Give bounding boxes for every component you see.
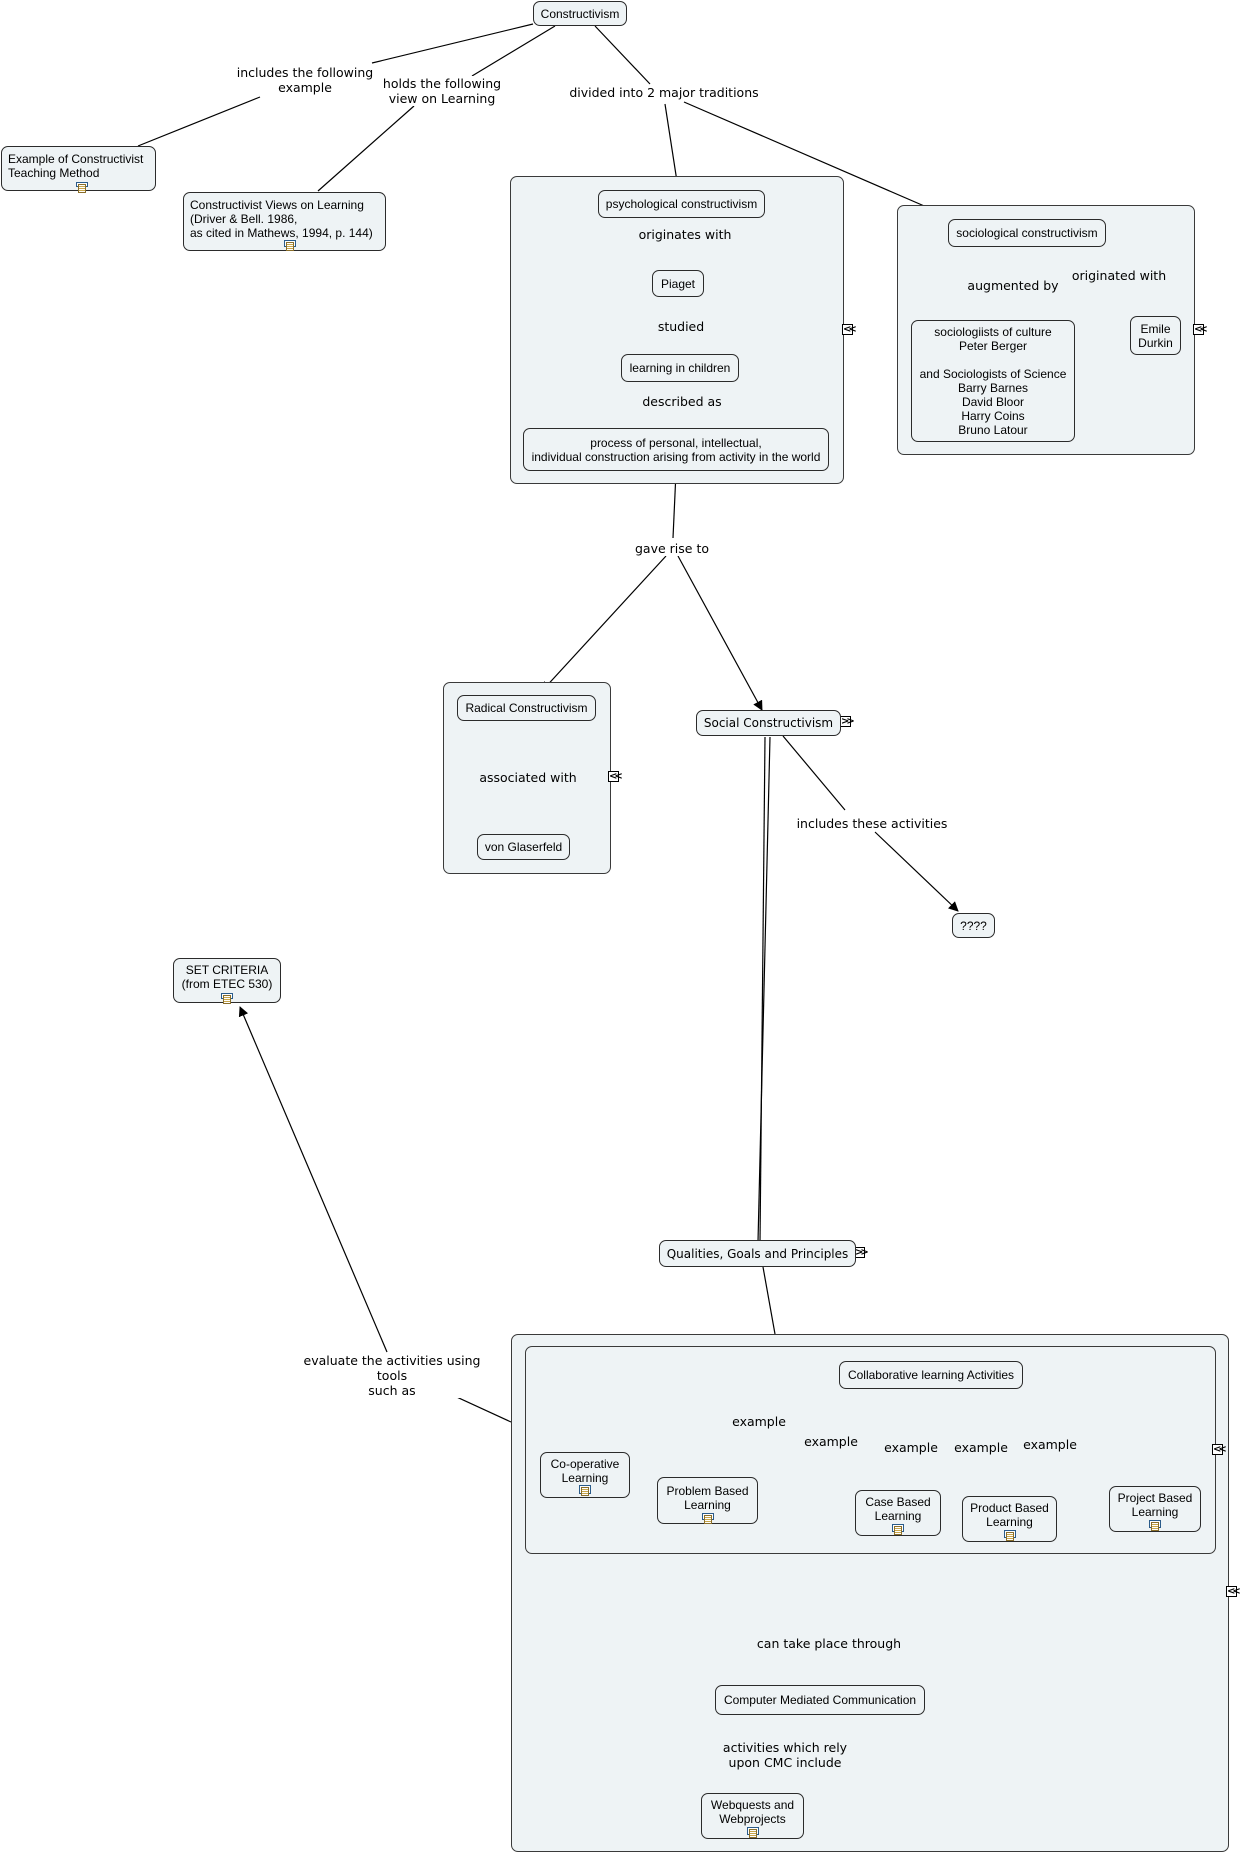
link-label: originated with (1067, 268, 1171, 283)
case-based-node[interactable]: Case Based Learning (855, 1490, 941, 1536)
document-icon[interactable] (746, 1827, 759, 1838)
link-label: includes the following example (232, 65, 378, 95)
node-label: Product Based Learning (970, 1501, 1049, 1529)
project-based-node[interactable]: Project Based Learning (1109, 1486, 1201, 1532)
link-label: associated with (474, 770, 582, 785)
connector-line (541, 555, 667, 692)
link-label: described as (637, 394, 727, 409)
connector-line (782, 735, 846, 811)
set-criteria-node[interactable]: SET CRITERIA (from ETEC 530) (173, 958, 281, 1004)
example-teaching-node[interactable]: Example of Constructivist Teaching Metho… (1, 146, 156, 193)
views-learning-node[interactable]: Constructivist Views on Learning (Driver… (183, 192, 386, 251)
connector-line (683, 101, 953, 219)
link-label: activities which rely upon CMC include (717, 1740, 853, 1770)
qualities-node[interactable]: Qualities, Goals and Principles (659, 1240, 856, 1267)
radical-constructivism-node[interactable]: Radical Constructivism (457, 695, 596, 721)
unknown-activities-node[interactable]: ???? (952, 913, 995, 938)
node-label: Piaget (660, 276, 696, 291)
document-icon[interactable] (76, 182, 88, 193)
node-label: von Glaserfeld (484, 840, 563, 854)
node-label: psychological constructivism (605, 197, 758, 211)
connector-line (664, 103, 682, 189)
cooperative-learning-node[interactable]: Co-operative Learning (540, 1452, 630, 1498)
node-label: Project Based Learning (1117, 1491, 1193, 1519)
link-label: can take place through (754, 1636, 904, 1651)
constructivism-node[interactable]: Constructivism (533, 1, 627, 26)
connector-line (317, 105, 415, 192)
node-label: sociological constructivism (956, 226, 1098, 240)
collapse-icon[interactable]: << (1193, 324, 1208, 335)
collab-activities-node[interactable]: Collaborative learning Activities (839, 1361, 1023, 1389)
link-label: augmented by (963, 278, 1063, 293)
node-label: sociologiists of culture Peter Berger an… (919, 325, 1067, 437)
link-label: holds the following view on Learning (378, 76, 506, 106)
connector-line (371, 23, 534, 64)
document-icon[interactable] (221, 993, 233, 1004)
webquests-node[interactable]: Webquests and Webprojects (701, 1793, 804, 1839)
collapse-icon[interactable]: << (1226, 1586, 1240, 1597)
socio-constructivism-node[interactable]: sociological constructivism (948, 219, 1106, 247)
sociologists-node[interactable]: sociologiists of culture Peter Berger an… (911, 320, 1075, 442)
document-icon[interactable] (1149, 1520, 1161, 1531)
cmc-node[interactable]: Computer Mediated Communication (715, 1685, 925, 1715)
link-label: evaluate the activities using tools such… (285, 1353, 499, 1398)
connector-line (874, 831, 959, 912)
node-label: Example of Constructivist Teaching Metho… (8, 152, 144, 180)
document-icon[interactable] (1003, 1530, 1016, 1541)
node-label: Social Constructivism (703, 716, 834, 730)
node-label: Constructivist Views on Learning (Driver… (190, 198, 373, 240)
connector-line (594, 25, 651, 85)
node-label: Co-operative Learning (550, 1457, 620, 1485)
node-label: Webquests and Webprojects (710, 1798, 795, 1826)
problem-based-node[interactable]: Problem Based Learning (657, 1477, 758, 1524)
document-icon[interactable] (579, 1485, 591, 1496)
link-label: example (728, 1414, 790, 1429)
connector-line (757, 736, 771, 1243)
link-label: example (1019, 1437, 1081, 1452)
piaget-node[interactable]: Piaget (652, 270, 704, 297)
link-label: example (950, 1440, 1012, 1455)
link-label: originates with (634, 227, 736, 242)
node-label: Collaborative learning Activities (847, 1368, 1015, 1382)
link-label: divided into 2 major traditions (566, 85, 762, 100)
link-label: studied (651, 319, 711, 334)
connector-line (762, 1266, 776, 1335)
document-icon[interactable] (284, 240, 296, 251)
link-label: example (800, 1434, 862, 1449)
durkin-node[interactable]: Emile Durkin (1130, 316, 1181, 355)
node-label: Qualities, Goals and Principles (666, 1246, 849, 1261)
node-label: Emile Durkin (1138, 321, 1173, 350)
link-label: includes these activities (794, 816, 950, 831)
glaserfeld-node[interactable]: von Glaserfeld (477, 834, 570, 860)
collapse-icon[interactable]: << (842, 324, 857, 335)
connector-line (759, 736, 766, 1243)
document-icon[interactable] (701, 1513, 714, 1524)
document-icon[interactable] (892, 1524, 904, 1535)
psych-constructivism-node[interactable]: psychological constructivism (598, 190, 765, 218)
node-label: process of personal, intellectual, indiv… (531, 435, 821, 464)
connector-line (471, 25, 556, 77)
process-node[interactable]: process of personal, intellectual, indiv… (523, 428, 829, 471)
node-label: ???? (960, 918, 987, 933)
expand-icon[interactable]: >> (840, 716, 855, 727)
connector-line (677, 555, 763, 711)
node-label: Case Based Learning (865, 1495, 931, 1523)
link-label: example (880, 1440, 942, 1455)
node-label: Computer Mediated Communication (723, 1693, 917, 1707)
connector-line (137, 96, 261, 147)
node-label: learning in children (629, 361, 731, 375)
node-label: Radical Constructivism (465, 701, 588, 715)
social-constructivism-node[interactable]: Social Constructivism (696, 710, 841, 736)
node-label: SET CRITERIA (from ETEC 530) (181, 963, 273, 991)
node-label: Problem Based Learning (666, 1484, 749, 1512)
link-label: gave rise to (629, 541, 715, 556)
collapse-icon[interactable]: << (1212, 1444, 1227, 1455)
node-label: Constructivism (540, 6, 620, 21)
connector-line (238, 1006, 388, 1353)
product-based-node[interactable]: Product Based Learning (962, 1496, 1057, 1542)
learning-children-node[interactable]: learning in children (621, 354, 739, 382)
collapse-icon[interactable]: << (608, 771, 623, 782)
